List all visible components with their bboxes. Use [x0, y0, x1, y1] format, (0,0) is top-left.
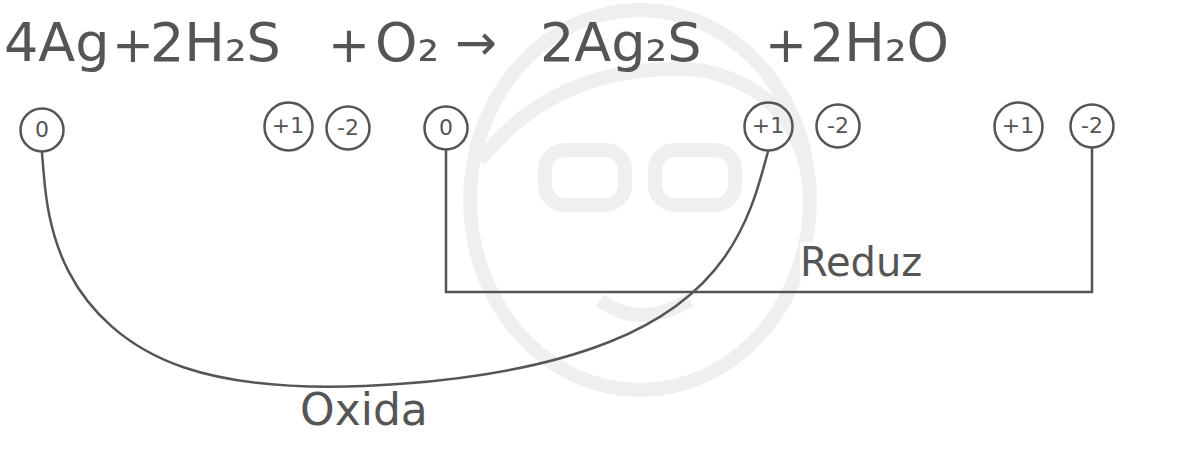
connector-label: Reduz [800, 242, 922, 282]
oxidation-number-circle: 0 [19, 107, 65, 153]
equation-term: O₂ [375, 16, 439, 70]
equation-term: 4Ag [4, 16, 110, 70]
equation-term: 2H₂S [150, 16, 281, 70]
equation-term: 2H₂O [810, 16, 949, 70]
oxidation-number-circle: -2 [1069, 103, 1115, 149]
redox-connector [42, 152, 768, 387]
oxidation-number-circle: +1 [743, 101, 794, 152]
oxidation-number-circle: -2 [815, 103, 861, 149]
oxidation-number-circle: +1 [993, 101, 1044, 152]
equation-term: → [455, 18, 497, 68]
oxidation-number: +1 [993, 101, 1044, 138]
connector-label: Oxida [300, 388, 428, 432]
equation-term: + [765, 20, 807, 70]
equation-term: + [328, 20, 370, 70]
oxidation-number-circle: +1 [263, 101, 314, 152]
oxidation-number: -2 [815, 103, 861, 137]
equation-term: 2Ag₂S [540, 16, 702, 70]
oxidation-number: 0 [19, 107, 65, 141]
oxidation-number-circle: 0 [423, 105, 469, 151]
equation-term: + [112, 20, 154, 70]
redox-connector [446, 149, 1092, 292]
oxidation-number: +1 [263, 101, 314, 138]
oxidation-number: -2 [1069, 103, 1115, 137]
oxidation-number: 0 [423, 105, 469, 139]
oxidation-number-circle: -2 [325, 105, 371, 151]
oxidation-number: -2 [325, 105, 371, 139]
oxidation-number: +1 [743, 101, 794, 138]
